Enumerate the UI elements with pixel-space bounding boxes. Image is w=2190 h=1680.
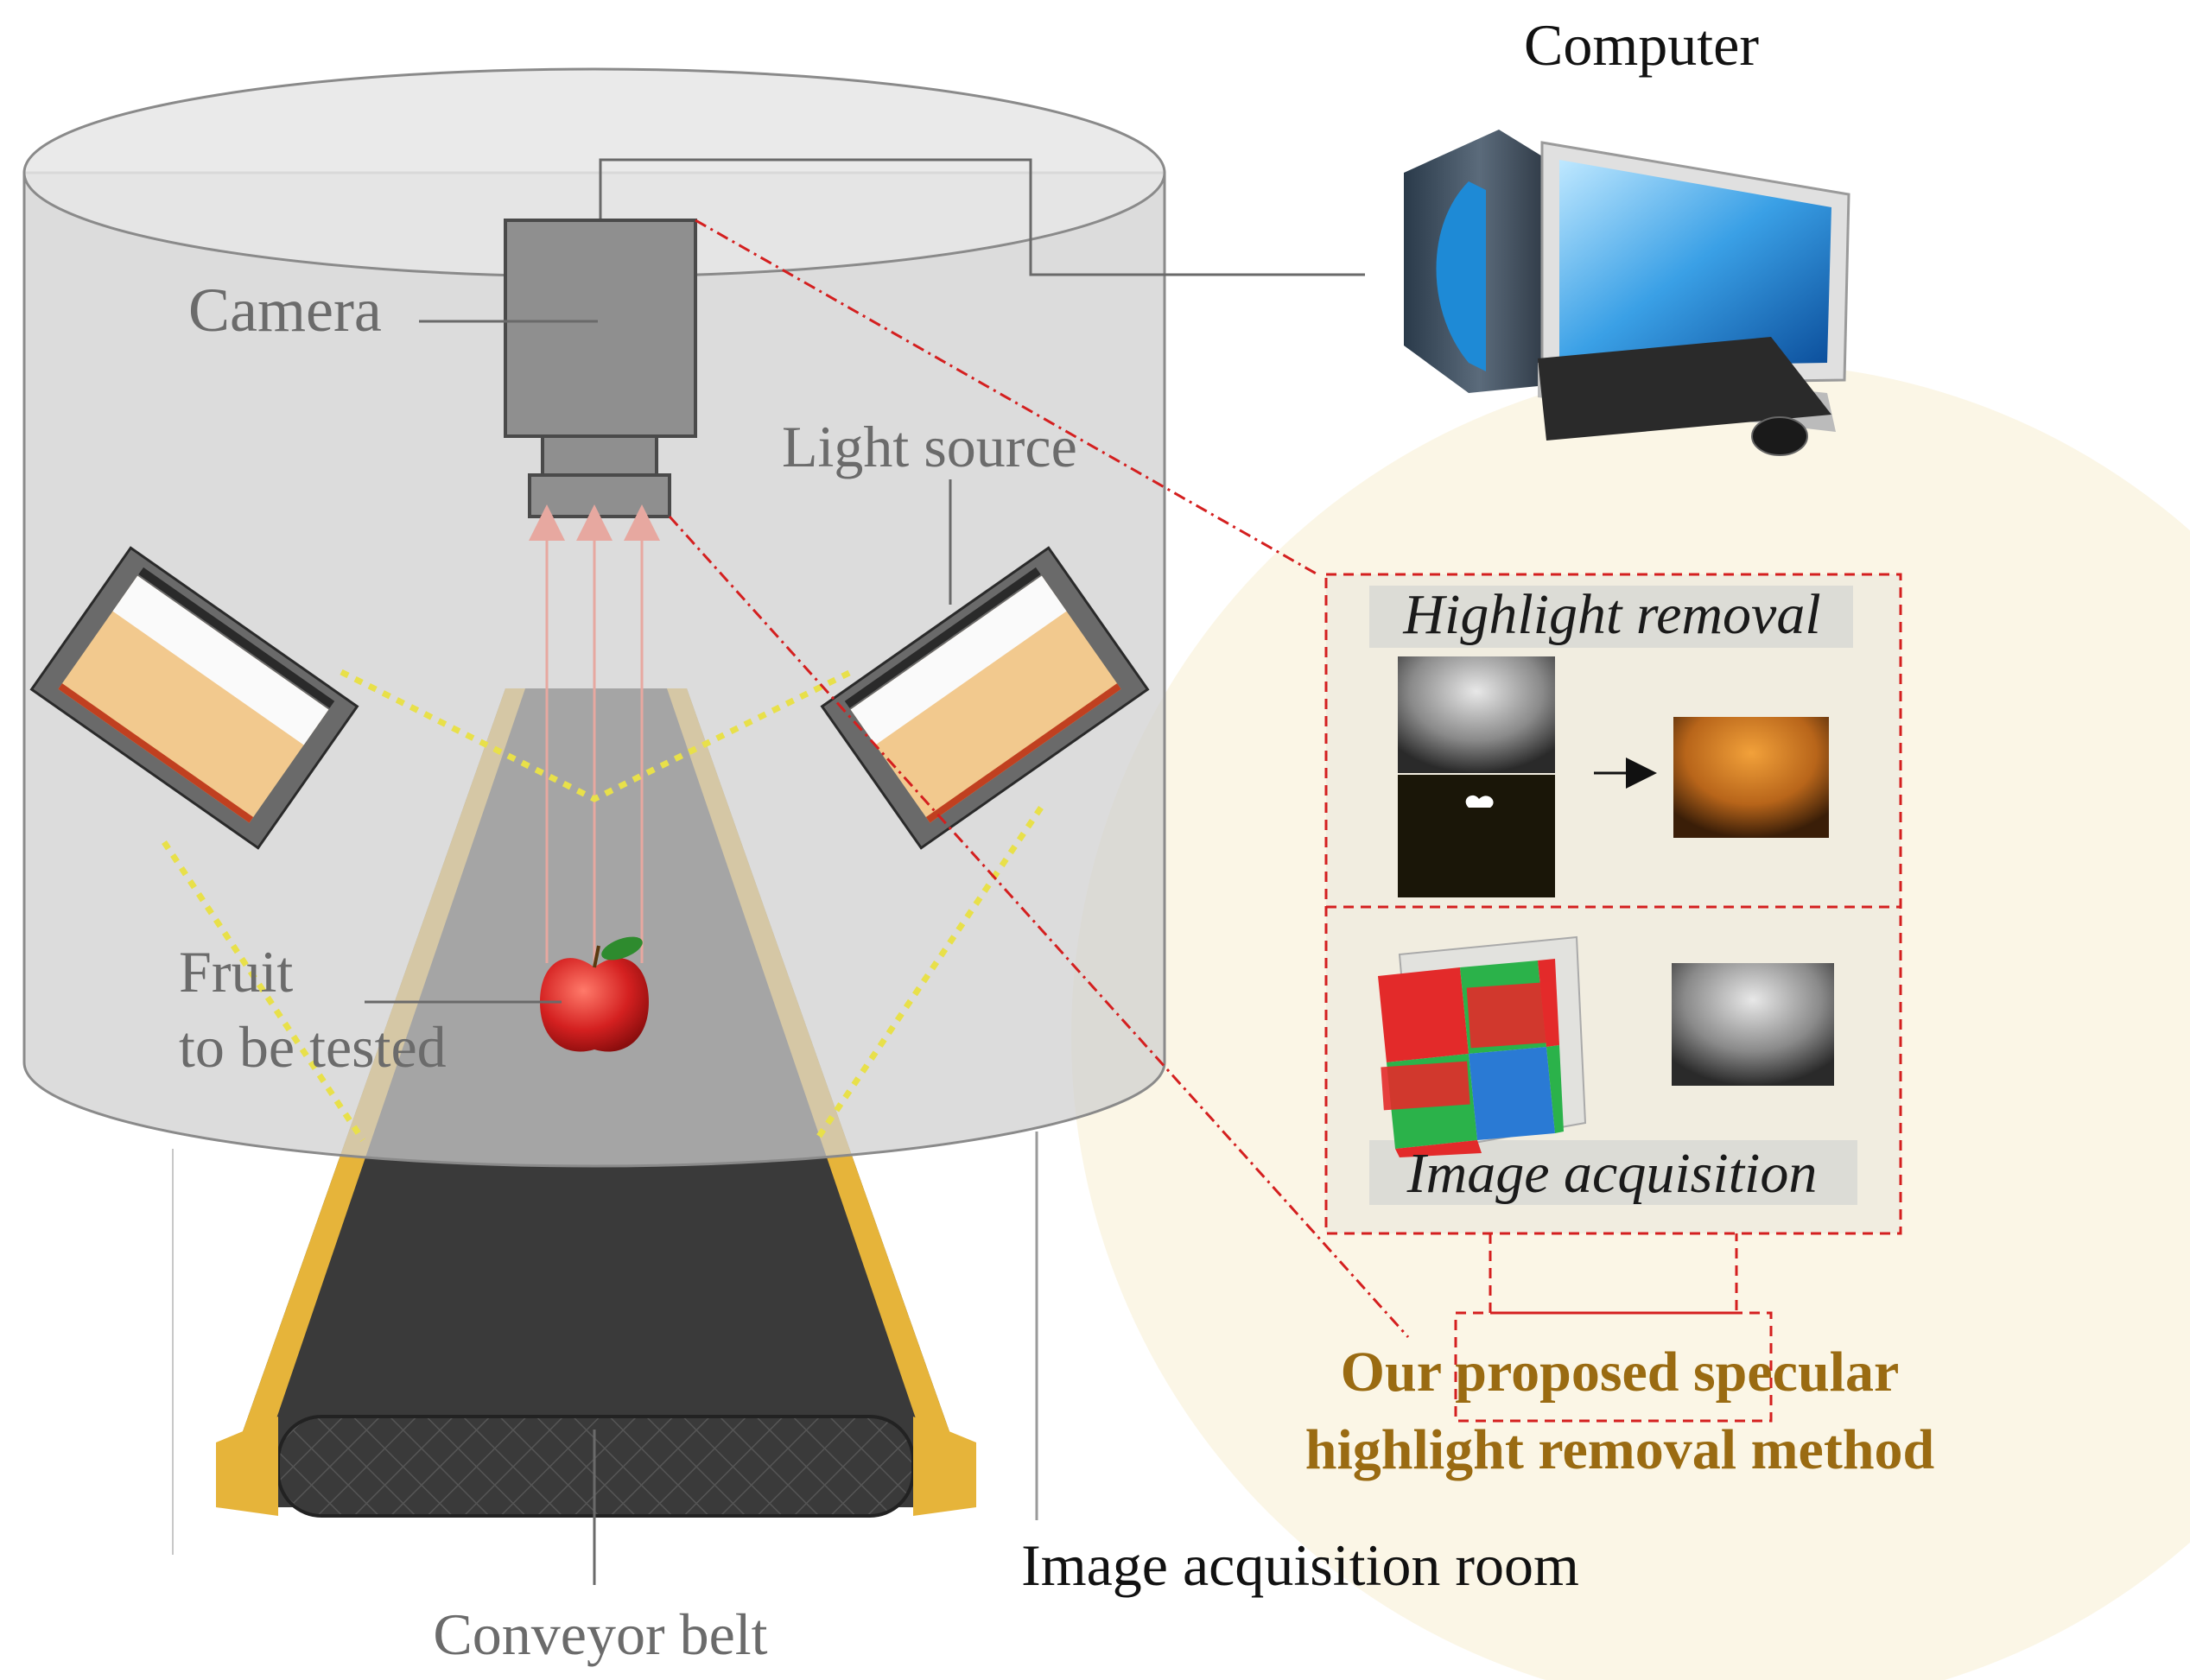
left-light-source-icon <box>29 546 359 850</box>
camera-label: Camera <box>188 276 382 345</box>
highlight-removal-label: Highlight removal <box>1402 583 1820 646</box>
light-source-label: Light source <box>782 414 1077 479</box>
fruit-label-line2: to be tested <box>179 1014 447 1080</box>
illumination-beams <box>162 669 1044 1142</box>
conveyor-belt-label: Conveyor belt <box>433 1601 767 1667</box>
image-acquisition-panel <box>1326 907 1901 1233</box>
computer-label: Computer <box>1524 12 1759 78</box>
method-label-line2: highlight removal method <box>1305 1418 1934 1481</box>
room-label: Image acquisition room <box>1021 1532 1579 1598</box>
light-rays <box>529 504 660 1037</box>
camera-cable <box>599 158 1365 276</box>
zoom-leader-lines <box>668 219 1410 1339</box>
bayer-filter-sensor-icon <box>1378 959 1564 1157</box>
method-label-line1: Our proposed specular <box>1341 1341 1900 1404</box>
apple-icon <box>540 936 649 1052</box>
computer-icon <box>1404 130 1850 456</box>
highlight-removal-panel <box>1326 574 1901 907</box>
panel-dashed-borders <box>1324 573 1902 1423</box>
fruit-label-line1: Fruit <box>179 939 293 1005</box>
right-light-source-icon <box>820 546 1150 850</box>
image-acquisition-label: Image acquisition <box>1406 1142 1818 1205</box>
